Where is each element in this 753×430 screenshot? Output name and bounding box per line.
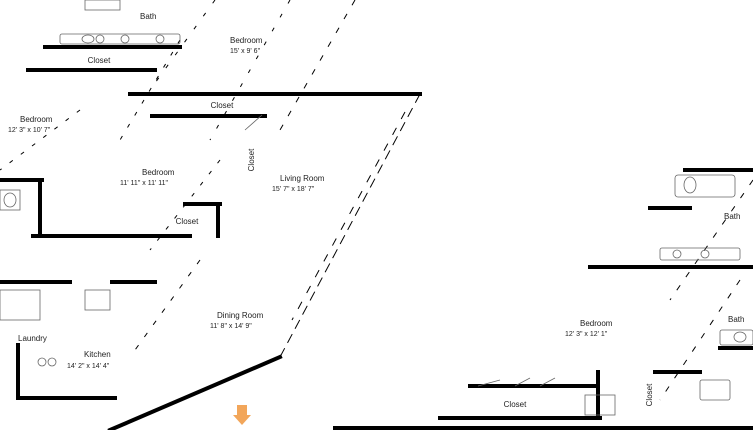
label-closet-right-vertical: Closet — [645, 383, 654, 406]
dim-bedroom-right: 12' 3" x 12' 1" — [565, 331, 608, 338]
label-bedroom-right: Bedroom — [580, 319, 613, 328]
label-closet-mid: Closet — [211, 101, 234, 110]
dim-bedroom-left: 12' 3" x 10' 7" — [8, 127, 51, 134]
label-bath-right: Bath — [724, 212, 740, 221]
entry-arrow-icon — [233, 405, 251, 425]
label-bedroom-top: Bedroom — [230, 36, 263, 45]
walls-left-unit — [0, 45, 753, 430]
label-closet-right: Closet — [504, 400, 527, 409]
label-bath-right-small: Bath — [728, 315, 744, 324]
label-laundry: Laundry — [18, 334, 47, 343]
dim-dining-room: 11' 8" x 14' 9" — [210, 323, 252, 330]
dim-kitchen: 14' 2" x 14' 4" — [67, 363, 110, 370]
dim-bedroom-center: 11' 11" x 11' 11" — [120, 180, 169, 187]
label-closet-top: Closet — [88, 56, 111, 65]
label-living-room: Living Room — [280, 174, 325, 183]
label-kitchen: Kitchen — [84, 350, 111, 359]
label-dining-room: Dining Room — [217, 311, 264, 320]
diagonal-walls — [0, 0, 753, 401]
label-bedroom-left: Bedroom — [20, 115, 53, 124]
label-bath-top: Bath — [140, 12, 156, 21]
label-bedroom-center: Bedroom — [142, 168, 175, 177]
dim-bedroom-top: 15' x 9' 6" — [230, 48, 261, 55]
label-closet-small: Closet — [176, 217, 199, 226]
walls-right-unit — [468, 168, 753, 420]
label-closet-vertical: Closet — [247, 148, 256, 171]
dim-living-room: 15' 7" x 18' 7" — [272, 186, 315, 193]
fixtures — [0, 0, 753, 416]
